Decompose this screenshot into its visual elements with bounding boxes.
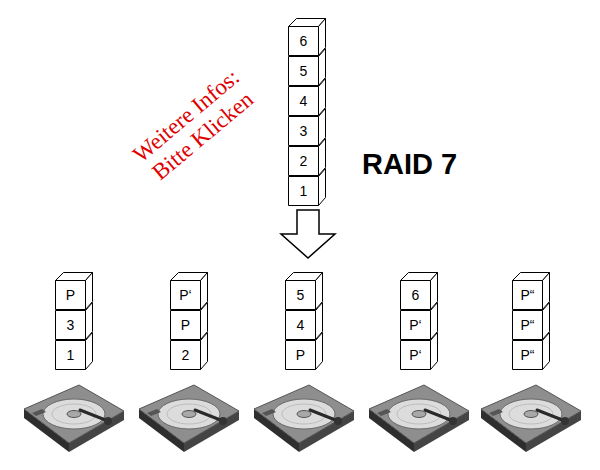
cube-face bbox=[289, 57, 319, 86]
cube-front: P bbox=[55, 280, 86, 310]
block-label: 1 bbox=[67, 347, 75, 363]
cube-face bbox=[286, 281, 316, 310]
cube-face bbox=[171, 311, 201, 340]
block-label: 2 bbox=[182, 347, 190, 363]
data-block-cube: 4 bbox=[288, 78, 326, 116]
cube-front: P‘ bbox=[400, 340, 431, 370]
block-label: 5 bbox=[300, 63, 308, 79]
block-label: P“ bbox=[521, 317, 535, 333]
data-block-cube: 6 bbox=[288, 18, 326, 56]
block-label: 3 bbox=[300, 123, 308, 139]
cube-face bbox=[171, 281, 201, 310]
block-label: 1 bbox=[300, 183, 308, 199]
cube-face bbox=[513, 281, 543, 310]
cube-face bbox=[286, 311, 316, 340]
hard-disk bbox=[369, 385, 469, 452]
hard-disk bbox=[481, 385, 581, 452]
cube-face bbox=[401, 341, 431, 370]
cube-face bbox=[319, 169, 326, 206]
data-block-cube: P“ bbox=[512, 272, 550, 310]
data-block-cube: 1 bbox=[288, 168, 326, 206]
cube-face bbox=[171, 341, 201, 370]
hard-disk bbox=[254, 385, 354, 452]
cube-face bbox=[289, 27, 319, 56]
cube-face bbox=[543, 333, 550, 370]
data-block-cube: P“ bbox=[512, 302, 550, 340]
cube-face bbox=[513, 311, 543, 340]
cube-front: 6 bbox=[288, 26, 319, 56]
cube-face bbox=[56, 281, 86, 310]
data-block-cube: 4 bbox=[285, 302, 323, 340]
cube-front: 6 bbox=[400, 280, 431, 310]
data-block-cube: P“ bbox=[512, 332, 550, 370]
block-label: 5 bbox=[297, 287, 305, 303]
block-label: 2 bbox=[300, 153, 308, 169]
cube-front: P bbox=[285, 340, 316, 370]
cube-face bbox=[289, 177, 319, 206]
block-label: 3 bbox=[67, 317, 75, 333]
cube-face bbox=[289, 117, 319, 146]
data-block-cube: 3 bbox=[288, 108, 326, 146]
cube-face bbox=[289, 87, 319, 116]
cube-face bbox=[401, 311, 431, 340]
data-block-cube: P bbox=[55, 272, 93, 310]
diagram-title: RAID 7 bbox=[362, 148, 457, 181]
data-block-cube: 2 bbox=[170, 332, 208, 370]
info-note: Weitere Infos: Bitte Klicken bbox=[117, 55, 274, 198]
cube-front: P“ bbox=[512, 340, 543, 370]
cube-front: P“ bbox=[512, 280, 543, 310]
block-label: P bbox=[66, 287, 75, 303]
cube-face bbox=[431, 333, 438, 370]
data-block-cube: 6 bbox=[400, 272, 438, 310]
data-block-cube: P bbox=[285, 332, 323, 370]
data-block-cube: P‘ bbox=[400, 332, 438, 370]
block-label: P‘ bbox=[409, 347, 421, 363]
cube-face bbox=[289, 147, 319, 176]
cube-face bbox=[286, 341, 316, 370]
data-block-cube: P‘ bbox=[400, 302, 438, 340]
cube-front: 5 bbox=[288, 56, 319, 86]
block-label: P bbox=[181, 317, 190, 333]
data-block-cube: P‘ bbox=[170, 272, 208, 310]
block-label: P‘ bbox=[409, 317, 421, 333]
cube-front: 4 bbox=[285, 310, 316, 340]
block-label: 6 bbox=[300, 33, 308, 49]
data-block-cube: 2 bbox=[288, 138, 326, 176]
cube-front: P‘ bbox=[400, 310, 431, 340]
cube-front: 5 bbox=[285, 280, 316, 310]
block-label: 4 bbox=[300, 93, 308, 109]
data-block-cube: 5 bbox=[288, 48, 326, 86]
down-arrow bbox=[281, 210, 335, 258]
cube-face bbox=[56, 311, 86, 340]
cube-face bbox=[316, 333, 323, 370]
block-label: 4 bbox=[297, 317, 305, 333]
cube-face bbox=[86, 333, 93, 370]
data-block-cube: 3 bbox=[55, 302, 93, 340]
cube-face bbox=[201, 333, 208, 370]
hard-disk bbox=[24, 385, 124, 452]
cube-front: 3 bbox=[55, 310, 86, 340]
cube-face bbox=[56, 341, 86, 370]
cube-front: P‘ bbox=[170, 280, 201, 310]
cube-front: P“ bbox=[512, 310, 543, 340]
cube-face bbox=[401, 281, 431, 310]
cube-front: 1 bbox=[55, 340, 86, 370]
cube-face bbox=[513, 341, 543, 370]
block-label: 6 bbox=[412, 287, 420, 303]
block-label: P bbox=[296, 347, 305, 363]
cube-front: 2 bbox=[170, 340, 201, 370]
block-label: P“ bbox=[521, 347, 535, 363]
cube-front: 4 bbox=[288, 86, 319, 116]
block-label: P“ bbox=[521, 287, 535, 303]
cube-front: 2 bbox=[288, 146, 319, 176]
data-block-cube: 5 bbox=[285, 272, 323, 310]
cube-front: 1 bbox=[288, 176, 319, 206]
block-label: P‘ bbox=[179, 287, 191, 303]
cube-front: 3 bbox=[288, 116, 319, 146]
hard-disk bbox=[139, 385, 239, 452]
data-block-cube: 1 bbox=[55, 332, 93, 370]
cube-front: P bbox=[170, 310, 201, 340]
data-block-cube: P bbox=[170, 302, 208, 340]
